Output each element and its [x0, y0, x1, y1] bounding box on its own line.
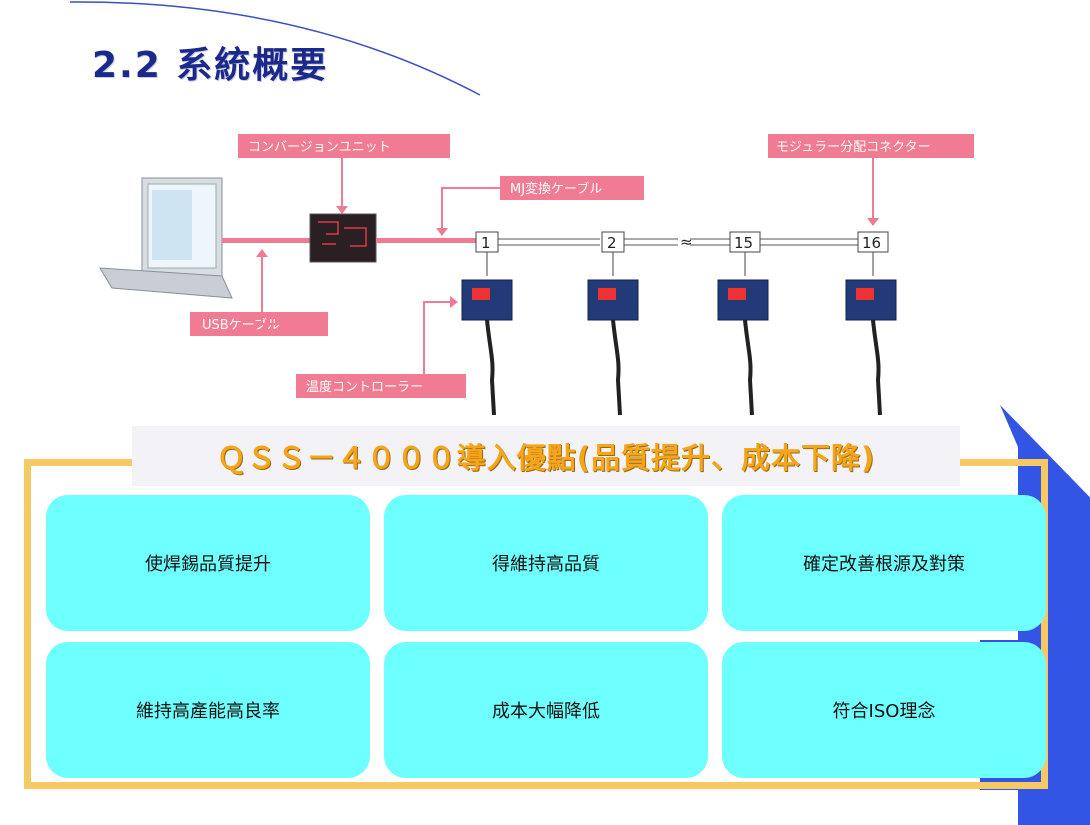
node-2: 2 — [601, 231, 625, 276]
svg-text:温度コントローラー: 温度コントローラー — [306, 379, 423, 395]
laptop-icon — [99, 177, 233, 299]
benefit-card: 確定改善根源及對策 — [722, 495, 1046, 631]
benefits-banner: ＱＳＳ－４０００導入優點(品質提升、成本下降) — [132, 426, 960, 486]
break-symbol: ≈ — [680, 233, 693, 251]
node-1: 1 — [475, 231, 499, 276]
decorative-arc — [69, 1, 481, 96]
svg-text:15: 15 — [734, 234, 753, 252]
soldering-station-icon — [717, 279, 769, 416]
label-mj-cable: MJ変換ケーブル — [436, 176, 644, 236]
svg-text:モジュラー分配コネクター: モジュラー分配コネクター — [776, 140, 931, 155]
svg-text:コンバージョンユニット: コンバージョンユニット — [248, 140, 391, 155]
label-usb-cable: USBケーブル — [190, 249, 328, 336]
benefit-card: 符合ISO理念 — [722, 642, 1046, 778]
label-conversion-unit: コンバージョンユニット — [238, 134, 450, 214]
page-title: 2.2 系統概要 — [92, 45, 329, 86]
benefit-card: 維持高產能高良率 — [46, 642, 370, 778]
benefit-card: 得維持高品質 — [384, 495, 708, 631]
soldering-station-icon — [461, 279, 513, 416]
svg-text:2: 2 — [607, 234, 617, 252]
soldering-station-icon — [587, 279, 639, 416]
svg-text:1: 1 — [481, 234, 491, 252]
label-modular-connector: モジュラー分配コネクター — [768, 134, 974, 226]
svg-text:USBケーブル: USBケーブル — [202, 317, 280, 333]
conversion-unit-icon — [309, 213, 377, 263]
bus-line — [498, 238, 858, 246]
mj-cable-line — [376, 238, 476, 243]
label-temperature-controller: 温度コントローラー — [296, 296, 466, 398]
soldering-station-icon — [845, 279, 897, 416]
svg-text:MJ変換ケーブル: MJ変換ケーブル — [510, 181, 602, 197]
node-16: 16 — [857, 231, 889, 276]
system-diagram: ≈ 1 2 15 16 — [99, 134, 974, 416]
benefit-card: 成本大幅降低 — [384, 642, 708, 778]
usb-cable-line — [222, 238, 312, 243]
benefit-card: 使焊錫品質提升 — [46, 495, 370, 631]
svg-text:16: 16 — [862, 234, 881, 252]
node-15: 15 — [729, 231, 761, 276]
